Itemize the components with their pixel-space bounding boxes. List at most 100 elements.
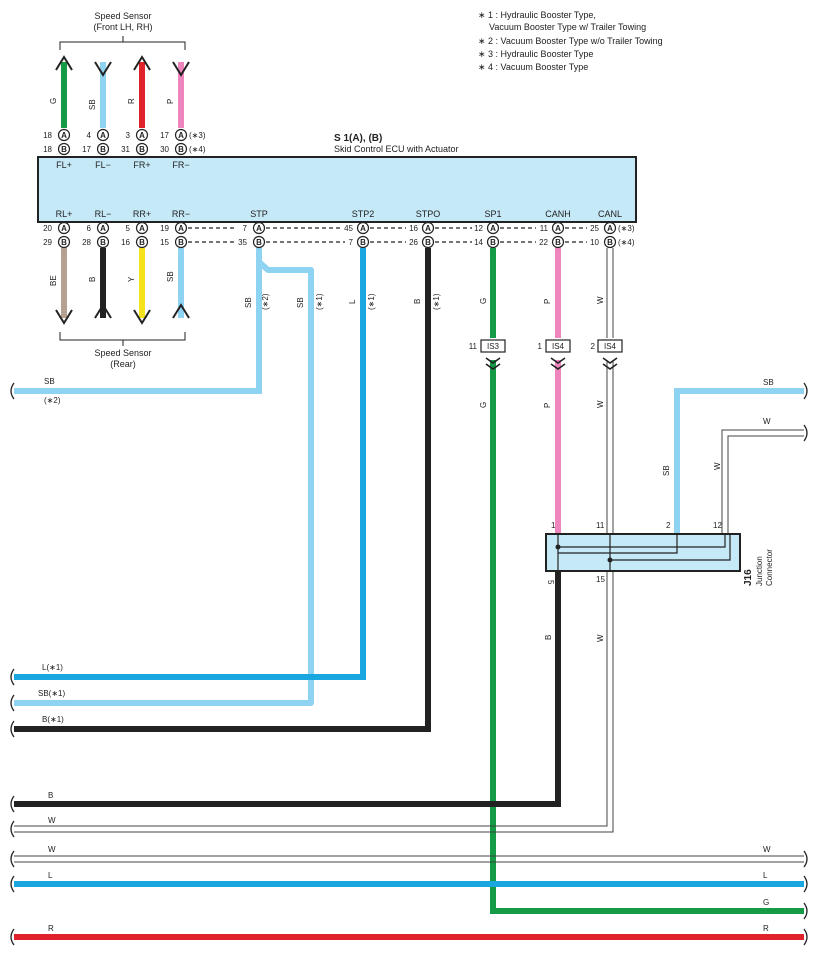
wire-color-p: P <box>166 99 175 104</box>
pin-number: 20 <box>43 224 52 233</box>
arrow-down-icon <box>172 61 190 77</box>
j16-pin: 11 <box>596 521 605 530</box>
pin-number: 17 <box>160 131 169 140</box>
pin-b-letter: B <box>607 238 613 247</box>
pin-a-letter: A <box>607 224 613 233</box>
pin-b-marker <box>174 142 188 156</box>
arrow-up-icon <box>55 55 73 71</box>
connector-is4-canh <box>545 339 571 353</box>
pin-a-marker <box>57 128 71 142</box>
pin-note: (∗3) <box>618 224 635 233</box>
label-canl-bottom: W <box>596 400 605 408</box>
pin-note: (∗3) <box>189 131 206 140</box>
connector-is4-name: IS4 <box>552 342 565 351</box>
skid-control-ecu <box>37 156 637 223</box>
pin-number: 28 <box>82 238 91 247</box>
pin-number: 4 <box>87 131 92 140</box>
wire-right-sb <box>674 388 804 534</box>
connector-is3-name: IS3 <box>487 342 500 351</box>
right-label: W <box>763 845 771 854</box>
pin-number: 7 <box>349 238 354 247</box>
left-label: L <box>48 871 53 880</box>
pin-a-letter: A <box>490 224 496 233</box>
pin-b-marker <box>135 142 149 156</box>
wire-stp2-l <box>14 248 366 680</box>
break-marks <box>10 382 808 946</box>
label-right-sb: SB <box>662 465 671 476</box>
left-label: W <box>48 816 56 825</box>
right-label: W <box>763 417 771 426</box>
wire-color-be: BE <box>49 275 58 286</box>
label-stp2-l: L <box>348 299 357 304</box>
pin-a-marker <box>486 221 500 235</box>
pin-b-letter: B <box>100 145 106 154</box>
left-note: (∗2) <box>44 396 61 405</box>
label-sp1-bottom: G <box>479 402 488 408</box>
left-label: L(∗1) <box>42 663 63 672</box>
pin-b-marker <box>57 142 71 156</box>
pin-note: (∗4) <box>618 238 635 247</box>
break-mark <box>10 795 15 813</box>
wire-right-w <box>721 429 804 534</box>
chevron-down-icon <box>550 357 566 370</box>
pin-b-marker <box>603 235 617 249</box>
terminal-stp: STP <box>250 209 268 219</box>
pin-a-letter: A <box>139 224 145 233</box>
note-2: ∗ 2 : Vacuum Booster Type w/o Trailer To… <box>478 36 663 46</box>
harness-wires <box>14 248 804 940</box>
terminal-rr-minus: RR− <box>172 209 190 219</box>
pin-b-letter: B <box>100 238 106 247</box>
pin-number: 17 <box>82 145 91 154</box>
break-mark <box>10 850 15 868</box>
rear-sensor-subtitle: (Rear) <box>110 359 136 369</box>
break-mark <box>803 928 808 946</box>
pin-b-marker <box>356 235 370 249</box>
pin-a-marker <box>174 128 188 142</box>
terminal-stp2: STP2 <box>352 209 375 219</box>
pin-b-marker <box>96 235 110 249</box>
ecu-bottom-terminals: RL+ RL− RR+ RR− STP STP2 STPO SP1 CANH C… <box>56 209 622 219</box>
arrow-down-icon <box>55 309 73 325</box>
pin-b-letter: B <box>178 238 184 247</box>
chevron-down-icon <box>485 357 501 370</box>
wire-sp1-g <box>490 248 804 914</box>
ecu-name: Skid Control ECU with Actuator <box>334 144 459 154</box>
label-stpo-note: (∗1) <box>432 293 441 310</box>
pin-number: 30 <box>160 145 169 154</box>
inline-connectors: 11 IS3 1 IS4 2 IS4 <box>469 339 623 370</box>
front-sensor-title: Speed Sensor <box>94 11 151 21</box>
pin-a-letter: A <box>100 224 106 233</box>
j16-code: J16 <box>743 569 754 586</box>
label-sp1-top: G <box>479 298 488 304</box>
wire-color-r: R <box>127 98 136 104</box>
rear-sensor-title: Speed Sensor <box>94 348 151 358</box>
bottom-right-pin-rows: 7 A 35 B 45 A 7 B 16 A 26 B 12 A 14 B 11… <box>238 221 635 249</box>
note-4: ∗ 4 : Vacuum Booster Type <box>478 62 588 72</box>
pin-a-letter: A <box>425 224 431 233</box>
pin-number: 7 <box>243 224 248 233</box>
label-stp2-note: (∗1) <box>367 293 376 310</box>
label-right-w: W <box>713 462 722 470</box>
j16-pin: 5 <box>546 580 555 585</box>
pin-a-letter: A <box>555 224 561 233</box>
pin-a-letter: A <box>178 131 184 140</box>
pin-number: 14 <box>474 238 483 247</box>
terminal-rl-plus: RL+ <box>56 209 73 219</box>
pin-number: 16 <box>121 238 130 247</box>
break-mark <box>803 424 808 442</box>
pin-number: 16 <box>409 224 418 233</box>
right-wire-labels: SB W W L G R <box>763 378 774 933</box>
pin-number: 25 <box>590 224 599 233</box>
terminal-rl-minus: RL− <box>95 209 112 219</box>
pin-b-marker <box>252 235 266 249</box>
pin-a-letter: A <box>256 224 262 233</box>
label-stp-sb-note: (∗2) <box>261 293 270 310</box>
right-label: R <box>763 924 769 933</box>
terminal-fl-plus: FL+ <box>56 160 72 170</box>
pin-number: 35 <box>238 238 247 247</box>
connector-is4-name-2: IS4 <box>604 342 617 351</box>
rear-speed-sensor: Speed Sensor (Rear) <box>59 332 186 369</box>
connector-is4-pin-2: 2 <box>591 342 596 351</box>
pin-number: 26 <box>409 238 418 247</box>
